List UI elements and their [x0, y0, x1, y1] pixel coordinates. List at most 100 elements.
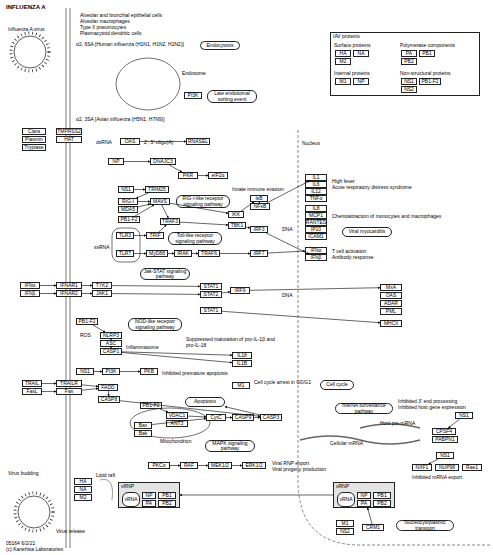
node-text: IFNβ: [311, 255, 322, 261]
node-text: Clara: [28, 129, 40, 135]
node-text: ICAM1: [308, 234, 323, 240]
virus-particle: [18, 496, 50, 528]
text-label: Suppressed maturation of pro-IL-1β and p…: [186, 336, 281, 348]
node-text: PB1: [377, 493, 386, 499]
node-text: RAF: [184, 463, 194, 469]
connector-arrow: [180, 495, 333, 496]
connector-arrow: [169, 165, 182, 172]
gene-box: PB1: [419, 50, 435, 57]
node-text: IL8: [313, 206, 320, 212]
node-text: TMPRSS2: [57, 129, 81, 135]
connector-arrow: [42, 383, 56, 384]
node-text: MHCII: [384, 321, 398, 327]
text-label: Alveolar macrophages: [80, 18, 130, 24]
node-text: M1: [342, 521, 349, 527]
gene-box: IRAK: [174, 250, 192, 257]
connector-arrow: [42, 391, 56, 392]
connector-arrow: [138, 201, 150, 202]
gene-box: NP: [142, 492, 156, 499]
connector-arrow: [40, 285, 56, 286]
pathway-oval: vRNA: [122, 492, 140, 507]
node-text: M2: [340, 59, 347, 65]
node-text: IL1B: [237, 361, 247, 367]
node-text: IRF7: [254, 251, 265, 257]
text-label: High fever: [332, 178, 355, 184]
gene-box: OAS: [380, 292, 402, 299]
gene-box: DNAJC3: [150, 158, 176, 165]
gene-box: TRAIL: [22, 380, 42, 387]
node-text: MxA: [386, 285, 396, 291]
gene-box: Rae1: [462, 464, 482, 471]
text-label: Cell cycle arrest in G0/G1: [254, 379, 312, 385]
gene-box: ANT3: [166, 420, 188, 427]
gene-box: HA: [335, 50, 351, 57]
node-text: NFκB: [254, 204, 267, 210]
gene-box: NXF1: [412, 464, 432, 471]
node-text: eIF2α: [212, 173, 225, 179]
node-text: RIG-I: [122, 199, 134, 205]
node-text: vRNP: [121, 484, 134, 490]
connector-arrow: [220, 253, 250, 254]
connector-arrow: [222, 311, 380, 322]
node-text: Endocytosis: [207, 43, 234, 49]
node-text: PI3K: [106, 369, 117, 375]
connector-arrow: [120, 371, 140, 372]
endosome-shape: [112, 228, 140, 262]
gene-box: RNASEL: [186, 138, 210, 145]
gene-box: Fas: [56, 388, 82, 395]
node-text: PB1-F2: [143, 403, 160, 409]
gene-box: Bak: [134, 430, 152, 437]
gene-box: CASP9: [232, 414, 254, 421]
gene-box: TBK1: [228, 222, 246, 229]
gene-box: Tryptase: [22, 144, 46, 151]
gene-box: MAVS: [150, 198, 170, 205]
gene-box: NA: [74, 486, 92, 493]
node-text: IL6: [313, 182, 320, 188]
node-text: TRAIL: [25, 381, 39, 387]
text-label: (c) Kanehisa Laboratories: [6, 546, 63, 552]
gene-box: MHCII: [380, 320, 402, 327]
group-box: vRNPvRNANPPB1PAPB2: [118, 482, 180, 508]
gene-box: PML: [380, 308, 402, 315]
text-label: DNA: [282, 226, 293, 232]
node-text: IκB: [255, 196, 262, 202]
node-text: NS2: [340, 529, 350, 535]
node-text: HA: [340, 51, 347, 57]
gene-box: PA: [401, 50, 417, 57]
gene-box: CASP8: [98, 396, 120, 403]
gene-box: IRF3: [250, 226, 268, 233]
node-text: Nucleocytoplasmic transport: [397, 520, 453, 531]
node-text: IFNAR2: [60, 291, 78, 297]
gene-box: IFNAR1: [56, 282, 82, 289]
node-text: STAT1: [204, 308, 219, 314]
membrane-line: [70, 8, 71, 548]
gene-box: eIF2α: [208, 172, 228, 179]
gene-box: IRF9: [230, 287, 250, 294]
node-text: PB1: [162, 493, 171, 499]
gene-box: TYK2: [92, 282, 112, 289]
gene-box: MyD88: [146, 250, 168, 257]
pathway-oval: Late endosomal sorting event: [207, 90, 257, 103]
node-text: HAT: [64, 137, 74, 143]
text-label: ssRNA: [94, 244, 110, 250]
gene-box: PI3K: [184, 92, 202, 99]
node-text: PA: [146, 501, 152, 507]
gene-box: NS1: [436, 452, 454, 459]
node-text: PB2: [404, 59, 413, 65]
gene-box: NUP98: [435, 464, 459, 471]
node-text: PML: [386, 309, 396, 315]
connector-arrow: [267, 181, 309, 203]
gene-box: IL12: [305, 188, 327, 195]
virus-spikes: [11, 33, 49, 71]
node-text: NXF1: [416, 465, 429, 471]
gene-box: FasL: [22, 388, 42, 395]
gene-box: PI3K: [102, 368, 120, 375]
text-label: Acute respiratory distress syndrome: [332, 184, 412, 190]
node-text: VDAC1: [169, 413, 186, 419]
gene-box: TRIF: [146, 232, 164, 239]
text-label: Innate immune evasion: [232, 186, 284, 192]
connector-arrow: [168, 253, 174, 254]
connector-arrow: [254, 417, 260, 418]
pathway-oval: RIG-I-like receptor signaling pathway: [176, 195, 230, 208]
node-text: Rae1: [466, 465, 478, 471]
